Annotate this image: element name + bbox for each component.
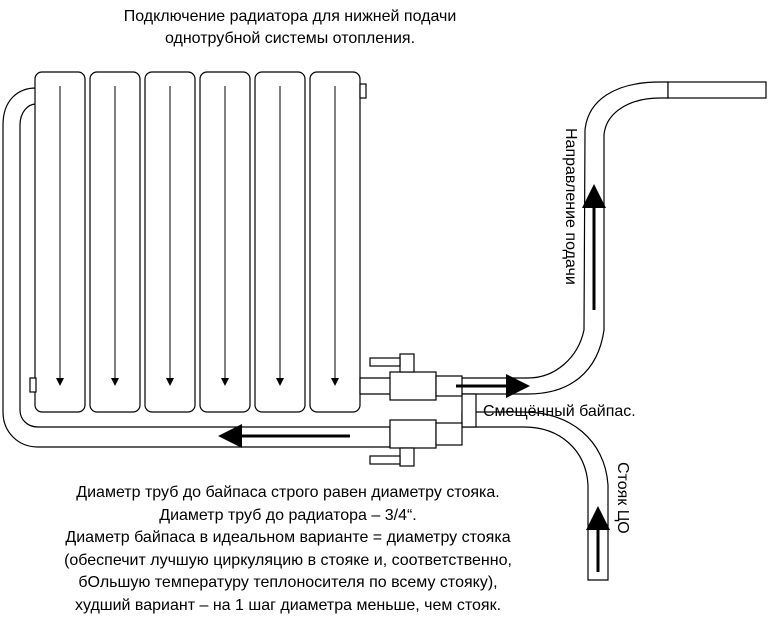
riser-pipe (461, 411, 609, 581)
radiator (29, 71, 367, 413)
bottom-valve (369, 419, 463, 467)
supply-pipe (359, 81, 669, 395)
bypass-pipe (461, 393, 477, 428)
title-line-2: однотрубной системы отопления. (164, 30, 416, 47)
riser-label: Стояк ЦО (614, 462, 631, 534)
note-line: (обеспечит лучшую циркуляцию в стояке и,… (64, 551, 512, 569)
bypass-label: Смещённый байпас. (483, 403, 636, 420)
supply-pipe-end (667, 81, 767, 99)
top-valve (369, 353, 463, 401)
note-line: Диаметр труб до радиатора – 3/4“. (159, 506, 417, 524)
supply-direction-label: Направление подачи (562, 128, 579, 285)
title-line-1: Подключение радиатора для нижней подачи (123, 8, 457, 25)
radiator-plug (359, 83, 367, 99)
note-line: бОльшую температуру теплоносителя по все… (78, 574, 498, 592)
radiator-plug (29, 377, 37, 393)
note-line: Диаметр труб до байпаса строго равен диа… (76, 484, 500, 501)
notes-block: Диаметр труб до байпаса строго равен диа… (8, 482, 568, 618)
diagram-title: Подключение радиатора для нижней подачи … (60, 6, 520, 50)
note-line: худший вариант – на 1 шаг диаметра меньш… (74, 596, 502, 614)
note-line: Диаметр байпаса в идеальном варианте = д… (65, 529, 511, 547)
